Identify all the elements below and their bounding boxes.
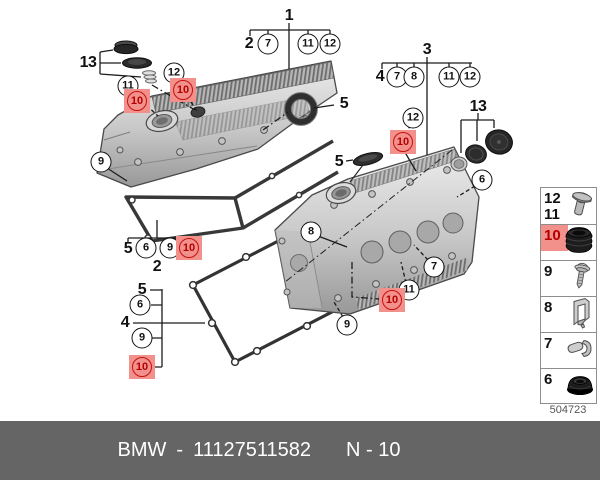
- callout-3[interactable]: 3: [422, 41, 432, 58]
- legend-row-12-11[interactable]: 12 11: [541, 188, 596, 224]
- oil-cap-parts-right: [450, 129, 513, 172]
- callout-2[interactable]: 2: [244, 35, 254, 52]
- callout-6[interactable]: 6: [129, 294, 151, 316]
- callout-8[interactable]: 8: [300, 221, 322, 243]
- legend-label: 7: [544, 335, 553, 352]
- callout-12[interactable]: 12: [319, 33, 341, 55]
- callout-11[interactable]: 11: [438, 66, 460, 88]
- callout-5[interactable]: 5: [339, 95, 349, 112]
- drawing-number: 504723: [549, 404, 587, 416]
- rivet-icon: [566, 188, 596, 225]
- bracket-clip-icon: [566, 295, 596, 334]
- callout-4[interactable]: 4: [120, 314, 130, 331]
- legend-label: 9: [544, 263, 553, 280]
- callout-1[interactable]: 1: [284, 7, 294, 24]
- callout-13[interactable]: 13: [79, 54, 97, 71]
- callout-4[interactable]: 4: [375, 68, 385, 85]
- footer-code: N - 10: [346, 439, 401, 461]
- callout-9[interactable]: 9: [131, 327, 153, 349]
- callout-7[interactable]: 7: [257, 33, 279, 55]
- oil-cap-parts-left: [113, 40, 157, 84]
- callout-12[interactable]: 12: [459, 66, 481, 88]
- callout-9[interactable]: 9: [336, 314, 358, 336]
- seal-ring: [284, 92, 318, 126]
- grommet-ribbed-icon: [562, 225, 596, 260]
- legend-label: 10: [544, 227, 561, 244]
- parts-drawing: [96, 23, 513, 368]
- callout-12[interactable]: 12: [402, 107, 424, 129]
- callout-10[interactable]: 10: [124, 89, 150, 113]
- callout-11[interactable]: 11: [297, 33, 319, 55]
- legend-row-9[interactable]: 9: [541, 260, 596, 296]
- legend-row-10[interactable]: 10: [541, 224, 596, 260]
- callout-5[interactable]: 5: [334, 153, 344, 170]
- legend-row-6[interactable]: 6: [541, 368, 596, 404]
- callout-5[interactable]: 5: [123, 240, 133, 257]
- callout-10[interactable]: 10: [379, 288, 405, 312]
- legend-row-7[interactable]: 7: [541, 332, 596, 368]
- callout-2[interactable]: 2: [152, 258, 162, 275]
- valve-cover-left: [96, 60, 338, 188]
- callout-10[interactable]: 10: [129, 355, 155, 379]
- callout-10[interactable]: 10: [390, 130, 416, 154]
- screw-icon: [566, 260, 596, 297]
- callout-8[interactable]: 8: [403, 66, 425, 88]
- gasket-left: [124, 139, 339, 243]
- callout-9[interactable]: 9: [90, 151, 112, 173]
- callout-13[interactable]: 13: [469, 98, 487, 115]
- footer-brand: BMW: [117, 439, 167, 461]
- seal-grommet-icon: [564, 370, 596, 403]
- legend-label: 12: [544, 190, 561, 207]
- legend-label: 6: [544, 371, 553, 388]
- retainer-clip-icon: [564, 334, 596, 367]
- callout-10[interactable]: 10: [176, 236, 202, 260]
- footer-separator: -: [176, 439, 184, 461]
- callout-7[interactable]: 7: [423, 256, 445, 278]
- legend-label: 11: [544, 206, 560, 223]
- legend-row-8[interactable]: 8: [541, 296, 596, 332]
- callout-10[interactable]: 10: [170, 78, 196, 102]
- legend-table: 12 11 10 9: [540, 187, 597, 404]
- oval-seal: [349, 152, 384, 183]
- legend-label: 8: [544, 299, 553, 316]
- footer-part-number: 11127511582: [193, 439, 311, 461]
- callout-5[interactable]: 5: [137, 281, 147, 298]
- footer-bar: BMW - 11127511582 N - 10: [0, 421, 600, 480]
- callout-6[interactable]: 6: [471, 169, 493, 191]
- highlight-square: [541, 225, 568, 251]
- callout-6[interactable]: 6: [135, 237, 157, 259]
